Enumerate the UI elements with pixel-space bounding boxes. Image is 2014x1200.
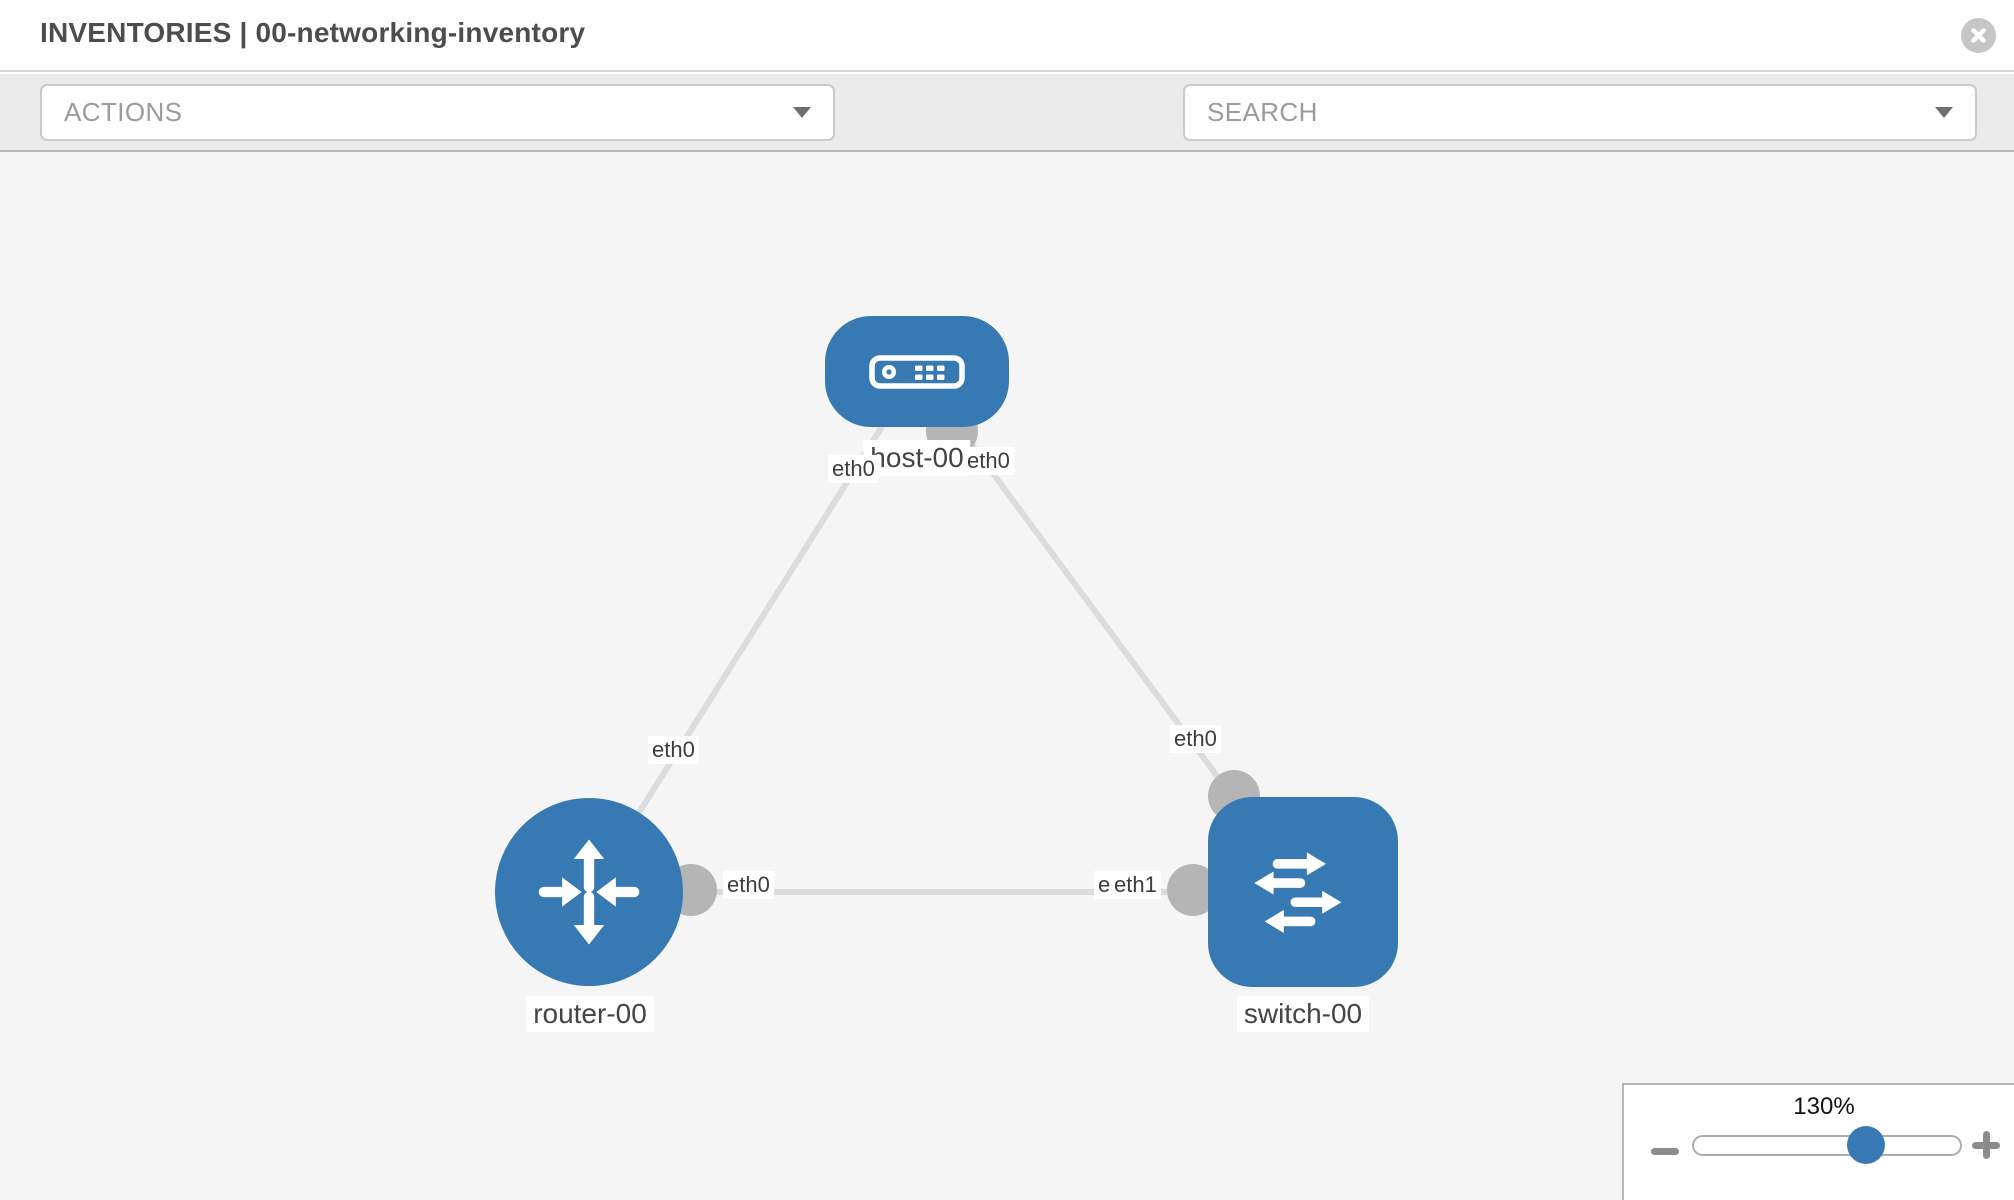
chevron-down-icon	[1935, 107, 1953, 118]
host-icon	[869, 354, 965, 389]
node-host-00[interactable]	[825, 316, 1009, 427]
interface-label: eth0	[723, 871, 774, 899]
node-label-switch: switch-00	[1236, 996, 1370, 1032]
node-switch-00[interactable]	[1208, 797, 1398, 987]
switch-icon	[1254, 852, 1342, 933]
topology-canvas[interactable]: host-00 router-00 switch-00 eth0 eth0 et…	[0, 152, 2014, 1200]
chevron-down-icon	[793, 107, 811, 118]
zoom-slider-track[interactable]	[1692, 1135, 1962, 1156]
search-dropdown[interactable]: SEARCH	[1183, 84, 1977, 141]
zoom-slider-thumb[interactable]	[1847, 1126, 1885, 1164]
search-dropdown-label: SEARCH	[1207, 97, 1318, 127]
close-icon	[1971, 28, 1986, 43]
node-router-00[interactable]	[495, 798, 683, 986]
page-title: INVENTORIES | 00-networking-inventory	[40, 17, 586, 48]
interface-label: eth1	[1110, 871, 1161, 899]
zoom-in-button[interactable]	[1970, 1129, 2002, 1161]
links-layer	[586, 369, 1306, 916]
router-icon	[538, 839, 640, 945]
interface-label: eth0	[648, 736, 699, 764]
plus-icon	[1982, 1131, 1990, 1159]
node-label-host: host-00	[863, 440, 971, 476]
zoom-panel: 130%	[1622, 1083, 2014, 1200]
interface-dot	[1167, 864, 1219, 916]
actions-dropdown[interactable]: ACTIONS	[40, 84, 835, 141]
interface-label: eth0	[963, 447, 1014, 475]
close-button[interactable]	[1961, 18, 1996, 53]
zoom-out-button[interactable]	[1650, 1137, 1680, 1167]
zoom-level-label: 130%	[1793, 1093, 1855, 1120]
interface-label: eth0	[1170, 725, 1221, 753]
minus-icon	[1651, 1148, 1679, 1155]
node-label-router: router-00	[526, 996, 654, 1032]
toolbar: ACTIONS SEARCH	[0, 74, 2014, 207]
interface-label: eth0	[828, 455, 879, 483]
header: INVENTORIES | 00-networking-inventory	[0, 0, 2014, 72]
actions-dropdown-label: ACTIONS	[64, 97, 183, 127]
